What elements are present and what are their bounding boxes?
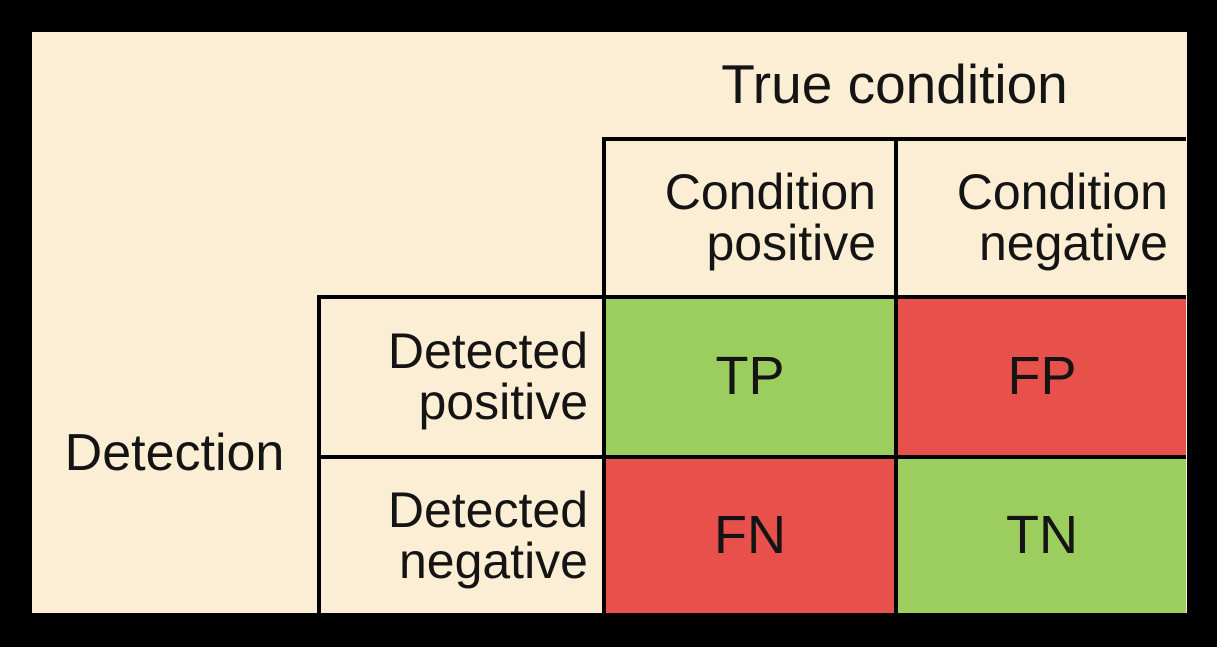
row-axis-label: Detection [64, 424, 285, 483]
row-header-detected-positive: Detected positive [317, 295, 602, 455]
row-header-detected-negative: Detected negative [317, 455, 602, 613]
matrix-cell-true-positive: TP [602, 295, 894, 455]
matrix-cell-false-positive: FP [894, 295, 1186, 455]
matrix-canvas: True condition Condition positive Condit… [32, 32, 1187, 613]
column-axis-label: True condition [721, 53, 1068, 116]
column-header-condition-positive: Condition positive [602, 137, 894, 295]
matrix-cell-true-negative: TN [894, 455, 1186, 613]
column-header-condition-negative: Condition negative [894, 137, 1186, 295]
matrix-cell-false-negative: FN [602, 455, 894, 613]
